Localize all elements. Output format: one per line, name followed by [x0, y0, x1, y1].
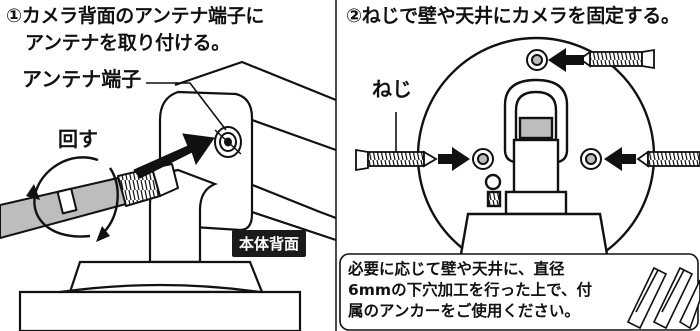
right-mount-neck	[458, 78, 610, 262]
note-line-1: 必要に応じて壁や天井に、直径	[348, 260, 565, 278]
arrow-right-screw	[604, 147, 636, 171]
left-step-line-1: ①カメラ背面のアンテナ端子に	[6, 5, 265, 27]
antenna-terminal-label: アンテナ端子	[22, 67, 142, 91]
left-step-line-2: アンテナを取り付ける。	[25, 32, 230, 54]
camera-mount	[18, 168, 302, 331]
antenna-terminal-leader	[146, 82, 227, 131]
anchor-icons	[626, 266, 700, 330]
arrow-top-screw	[548, 48, 584, 72]
note-line-2: 6mmの下穴加工を行った上で、付	[348, 281, 592, 299]
rotate-arrow-head-top	[26, 184, 40, 200]
screw-holes	[472, 49, 602, 170]
note-text: 必要に応じて壁や天井に、直径 6mmの下穴加工を行った上で、付 属のアンカーをご…	[348, 259, 610, 322]
screw-label: ねじ	[372, 77, 412, 101]
back-label: 本体背面	[232, 230, 307, 257]
antenna	[0, 163, 179, 239]
right-step-title: ②ねじで壁や天井にカメラを固定する。	[346, 5, 680, 27]
note-line-3: 属のアンカーをご使用ください。	[348, 302, 580, 320]
arrow-left-screw	[438, 147, 470, 171]
antenna-terminal	[214, 126, 242, 158]
rotate-arrow-head-bottom	[96, 226, 110, 242]
screw-top	[578, 48, 655, 70]
insert-arrow	[133, 133, 215, 179]
screw-right	[636, 150, 700, 168]
turn-label: 回す	[58, 127, 98, 151]
screw-left	[355, 148, 438, 172]
